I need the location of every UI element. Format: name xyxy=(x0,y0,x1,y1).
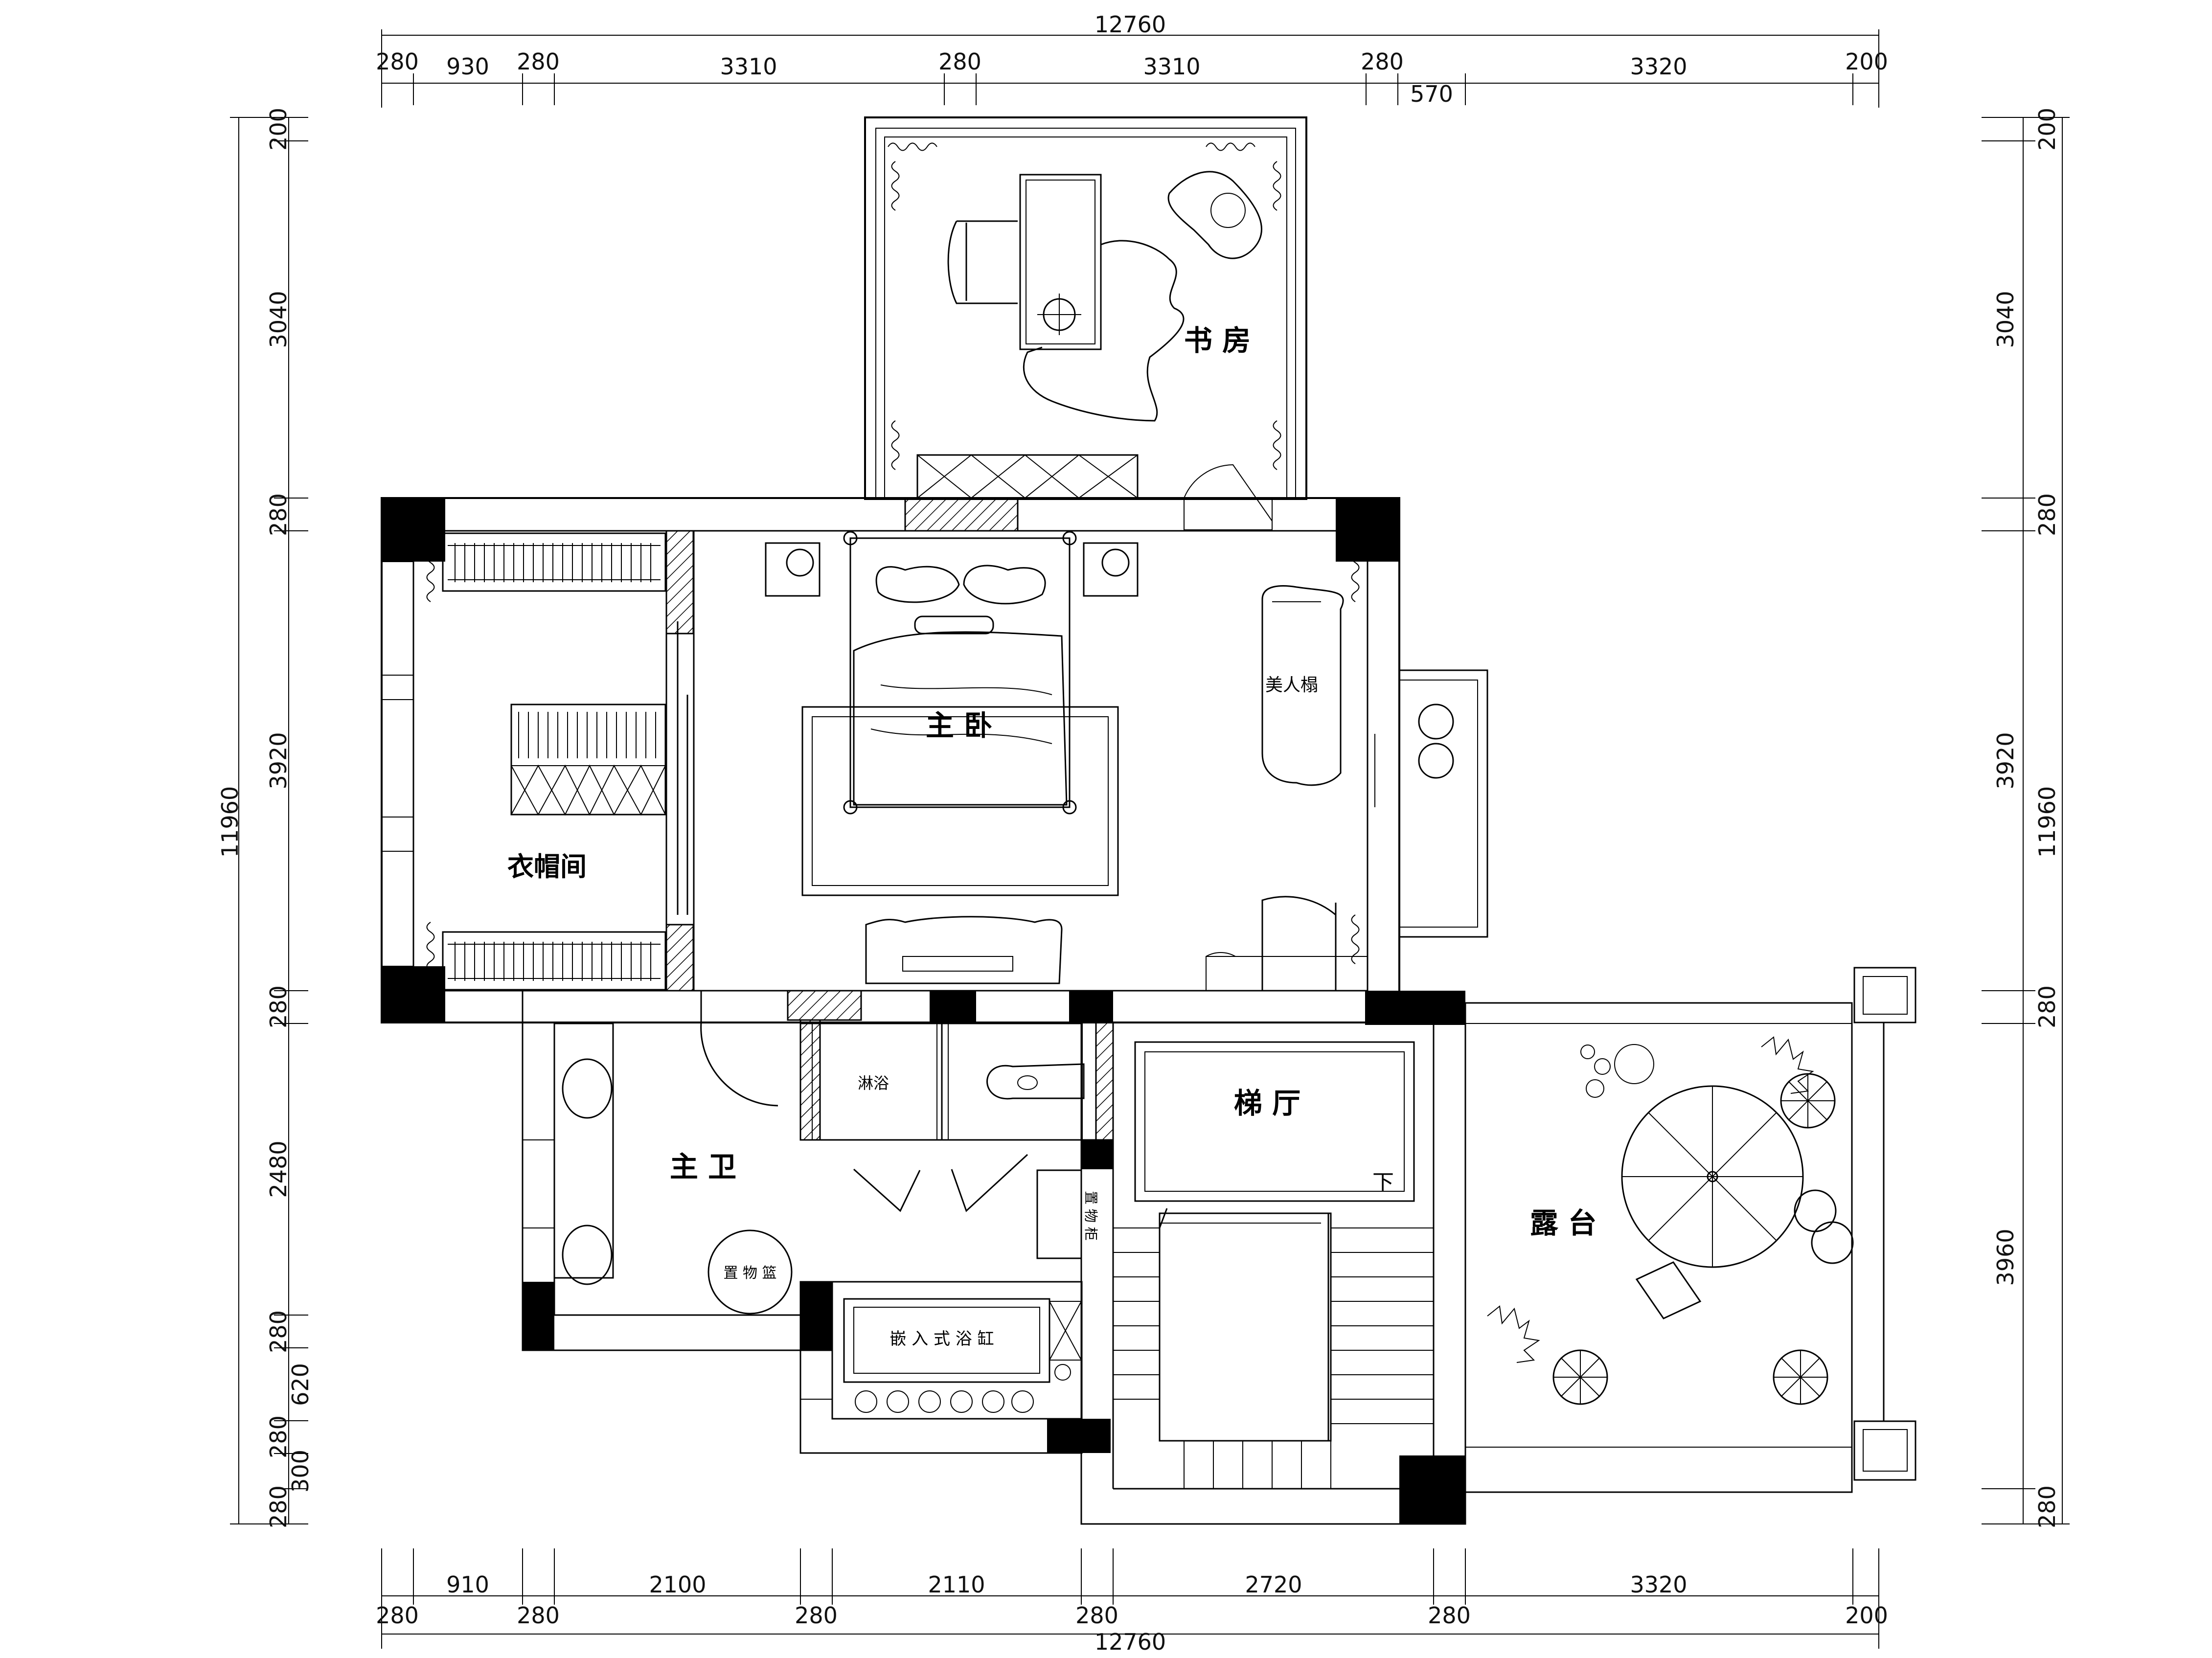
dim-left-total: 11960 xyxy=(217,786,243,858)
dim-left-11: 280 xyxy=(265,1485,292,1528)
dim-top-8: 3320 xyxy=(1630,53,1687,80)
dim-top-5: 280 xyxy=(938,48,981,75)
dim-right-7: 280 xyxy=(2034,1485,2060,1528)
dim-bottom-3: 2110 xyxy=(928,1571,985,1598)
label-study: 书 房 xyxy=(1184,324,1251,357)
dim-right-3: 280 xyxy=(2034,493,2060,536)
dim-top-2: 930 xyxy=(446,53,489,80)
dim-bottom-4: 2720 xyxy=(1245,1571,1302,1598)
dim-bottom-1: 910 xyxy=(446,1571,489,1598)
terrace-furniture xyxy=(1418,704,1854,1405)
dim-top-3: 280 xyxy=(517,48,560,75)
label-stair-down: 下 xyxy=(1372,1170,1394,1195)
dim-right-2: 3040 xyxy=(1992,291,2019,348)
dim-left-10: 300 xyxy=(287,1450,314,1493)
dim-bottom-r2-4: 280 xyxy=(1075,1602,1118,1629)
dim-top-total: 12760 xyxy=(1095,11,1166,38)
hanger-lines xyxy=(455,543,656,981)
dim-left-4: 3920 xyxy=(265,732,292,789)
label-storage-cabinet: 置 物 柜 xyxy=(1083,1191,1099,1241)
study-furniture xyxy=(888,142,1281,530)
dim-bottom-r2-5: 280 xyxy=(1428,1602,1471,1629)
dim-right-6: 3960 xyxy=(1992,1228,2019,1286)
dim-left-9: 280 xyxy=(265,1415,292,1458)
cloakroom-furniture xyxy=(381,532,688,991)
dim-top-sub: 570 xyxy=(1410,81,1453,107)
bedroom-furniture xyxy=(426,531,1360,991)
label-chaise: 美人榻 xyxy=(1265,675,1318,695)
dim-right-1: 200 xyxy=(2034,108,2060,151)
label-master-bath: 主 卫 xyxy=(670,1150,736,1183)
dim-left-8: 620 xyxy=(287,1363,314,1406)
room-labels: 书 房 主 卧 衣帽间 美人榻 梯 厅 下 露 台 主 卫 淋浴 置 物 柜 置… xyxy=(507,324,1596,1349)
dim-bottom-r2-6: 200 xyxy=(1845,1602,1888,1629)
bathtub-jets xyxy=(855,1364,1071,1413)
dim-bottom-r2-2: 280 xyxy=(517,1602,560,1629)
dim-left-6: 2480 xyxy=(265,1140,292,1198)
label-bathtub: 嵌 入 式 浴 缸 xyxy=(889,1329,994,1349)
dim-top-1: 280 xyxy=(376,48,419,75)
dim-bottom-r2-1: 280 xyxy=(376,1602,419,1629)
label-storage-basket: 置 物 篮 xyxy=(723,1265,776,1282)
dim-top-6: 3310 xyxy=(1143,53,1200,80)
dim-bottom-5: 3320 xyxy=(1630,1571,1687,1598)
dim-left-2: 3040 xyxy=(265,291,292,348)
dim-right-4: 3920 xyxy=(1992,732,2019,789)
label-terrace: 露 台 xyxy=(1530,1206,1596,1240)
label-cloakroom: 衣帽间 xyxy=(507,851,587,882)
dim-top-9: 200 xyxy=(1845,48,1888,75)
bathroom-fixtures xyxy=(522,991,1085,1413)
dim-bottom-r2-3: 280 xyxy=(795,1602,838,1629)
dim-bottom-total: 12760 xyxy=(1095,1629,1166,1655)
walls xyxy=(381,116,1916,1525)
dim-left-5: 280 xyxy=(265,985,292,1028)
dim-left-1: 200 xyxy=(265,108,292,151)
dim-right-5: 280 xyxy=(2034,985,2060,1028)
dim-top-7: 280 xyxy=(1361,48,1404,75)
label-stair-hall: 梯 厅 xyxy=(1234,1087,1300,1120)
dim-top-4: 3310 xyxy=(720,53,777,80)
dim-left-3: 280 xyxy=(265,493,292,536)
dim-left-7: 280 xyxy=(265,1310,292,1353)
label-master-bedroom: 主 卧 xyxy=(926,709,992,742)
dim-bottom-2: 2100 xyxy=(649,1571,706,1598)
stair xyxy=(1113,1041,1434,1489)
dimension-lines: 12760 280 930 280 3310 280 3310 280 3320… xyxy=(217,11,2070,1655)
dim-right-total: 11960 xyxy=(2034,786,2060,858)
label-shower: 淋浴 xyxy=(858,1074,889,1092)
